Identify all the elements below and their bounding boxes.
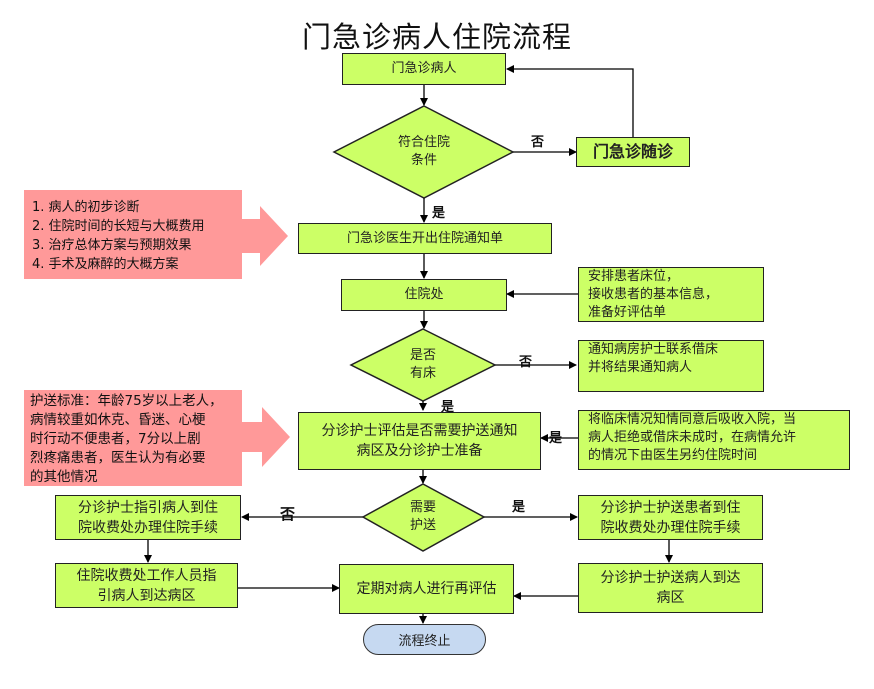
borrow-bed-line: 通知病房护士联系借床 <box>588 342 719 357</box>
guide-patient-line: 分诊护士指引病人到住 <box>78 499 218 516</box>
note-line: 3. 治疗总体方案与预期效果 <box>32 238 192 253</box>
note-escort-criteria: 护送标准：年龄75岁以上老人， 病情较重如休克、昏迷、心梗 时行动不便患者，7分… <box>24 390 242 486</box>
note-doctor-explain: 1. 病人的初步诊断 2. 住院时间的长短与大概费用 3. 治疗总体方案与预期效… <box>24 190 242 279</box>
node-escort-ward: 分诊护士护送病人到达 病区 <box>578 563 763 613</box>
edge-followup-return <box>506 65 634 137</box>
node-followup: 门急诊随诊 <box>576 137 690 167</box>
node-escort-patient: 分诊护士护送患者到住 院收费处办理住院手续 <box>578 495 763 540</box>
decision-escort-line: 需要 <box>409 500 436 515</box>
triage-assess-line: 分诊护士评估是否需要护送通知 <box>321 423 518 439</box>
note-line: 病情较重如休克、昏迷、心梗 <box>30 412 206 428</box>
bed-result-line: 病人拒绝或借床未成时，在病情允许 <box>588 430 797 445</box>
edge-label-admit-yes: 是 <box>432 206 446 221</box>
node-triage-assess: 分诊护士评估是否需要护送通知 病区及分诊护士准备 <box>298 412 541 470</box>
office-tasks-line: 准备好评估单 <box>588 305 667 320</box>
node-borrow-bed: 通知病房护士联系借床 并将结果通知病人 <box>578 340 764 392</box>
note-line: 的其他情况 <box>30 469 98 485</box>
edge-label-bed-no: 否 <box>519 355 533 370</box>
decision-bed-line: 是否 <box>409 348 436 363</box>
node-start: 门急诊病人 <box>342 53 506 85</box>
node-bed-result: 将临床情况知情同意后吸收入院，当 病人拒绝或借床未成时，在病情允许 的情况下由医… <box>578 410 850 470</box>
node-doctor-notice: 门急诊医生开出住院通知单 <box>298 223 552 254</box>
decision-escort-label: 需要 护送 <box>383 499 463 535</box>
billing-guide-line: 住院收费处工作人员指 <box>76 567 217 584</box>
decision-bed-line: 有床 <box>409 366 436 381</box>
note-line: 4. 手术及麻醉的大概方案 <box>32 257 179 272</box>
note-line: 2. 住院时间的长短与大概费用 <box>32 219 205 234</box>
decision-admit-line: 条件 <box>410 153 437 168</box>
escort-patient-line: 院收费处办理住院手续 <box>600 519 741 536</box>
note-line: 1. 病人的初步诊断 <box>32 200 140 215</box>
bed-result-line: 将临床情况知情同意后吸收入院，当 <box>588 412 797 427</box>
escort-patient-line: 分诊护士护送患者到住 <box>600 499 741 516</box>
note-line: 护送标准：年龄75岁以上老人， <box>30 393 223 409</box>
bed-result-line: 的情况下由医生另约住院时间 <box>588 448 758 463</box>
node-guide-patient: 分诊护士指引病人到住 院收费处办理住院手续 <box>55 495 241 540</box>
decision-admit-line: 符合住院 <box>397 135 450 150</box>
edge-label-bed-result-yes: 是 <box>549 431 563 446</box>
note-line: 时行动不便患者，7分以上剧 <box>30 431 201 447</box>
decision-escort-line: 护送 <box>409 518 436 533</box>
note-line: 烈疼痛患者，医生认为有必要 <box>30 450 206 466</box>
borrow-bed-line: 并将结果通知病人 <box>588 360 693 375</box>
billing-guide-line: 引病人到达病区 <box>97 587 196 604</box>
node-reassess: 定期对病人进行再评估 <box>339 564 514 614</box>
decision-bed-label: 是否 有床 <box>373 347 473 383</box>
node-billing-guide: 住院收费处工作人员指 引病人到达病区 <box>55 563 238 608</box>
edge-label-bed-yes: 是 <box>441 400 455 415</box>
escort-ward-line: 分诊护士护送病人到达 <box>600 570 741 586</box>
edge-label-admit-no: 否 <box>531 135 545 150</box>
triage-assess-line: 病区及分诊护士准备 <box>356 443 483 459</box>
decision-admit-label: 符合住院 条件 <box>364 134 484 170</box>
guide-patient-line: 院收费处办理住院手续 <box>78 519 218 536</box>
decision-escort-shape <box>361 483 486 552</box>
note-arrow-1 <box>240 206 288 266</box>
node-end: 流程终止 <box>363 624 486 655</box>
node-admission-office: 住院处 <box>341 279 507 311</box>
diagram-title: 门急诊病人住院流程 <box>301 20 572 54</box>
office-tasks-line: 接收患者的基本信息， <box>588 287 719 302</box>
edge-label-escort-yes: 是 <box>512 500 526 515</box>
edge-label-escort-no: 否 <box>280 505 296 523</box>
node-office-tasks: 安排患者床位， 接收患者的基本信息， 准备好评估单 <box>578 267 764 322</box>
note-arrow-2 <box>240 407 290 467</box>
office-tasks-line: 安排患者床位， <box>588 269 680 284</box>
escort-ward-line: 病区 <box>656 590 685 606</box>
